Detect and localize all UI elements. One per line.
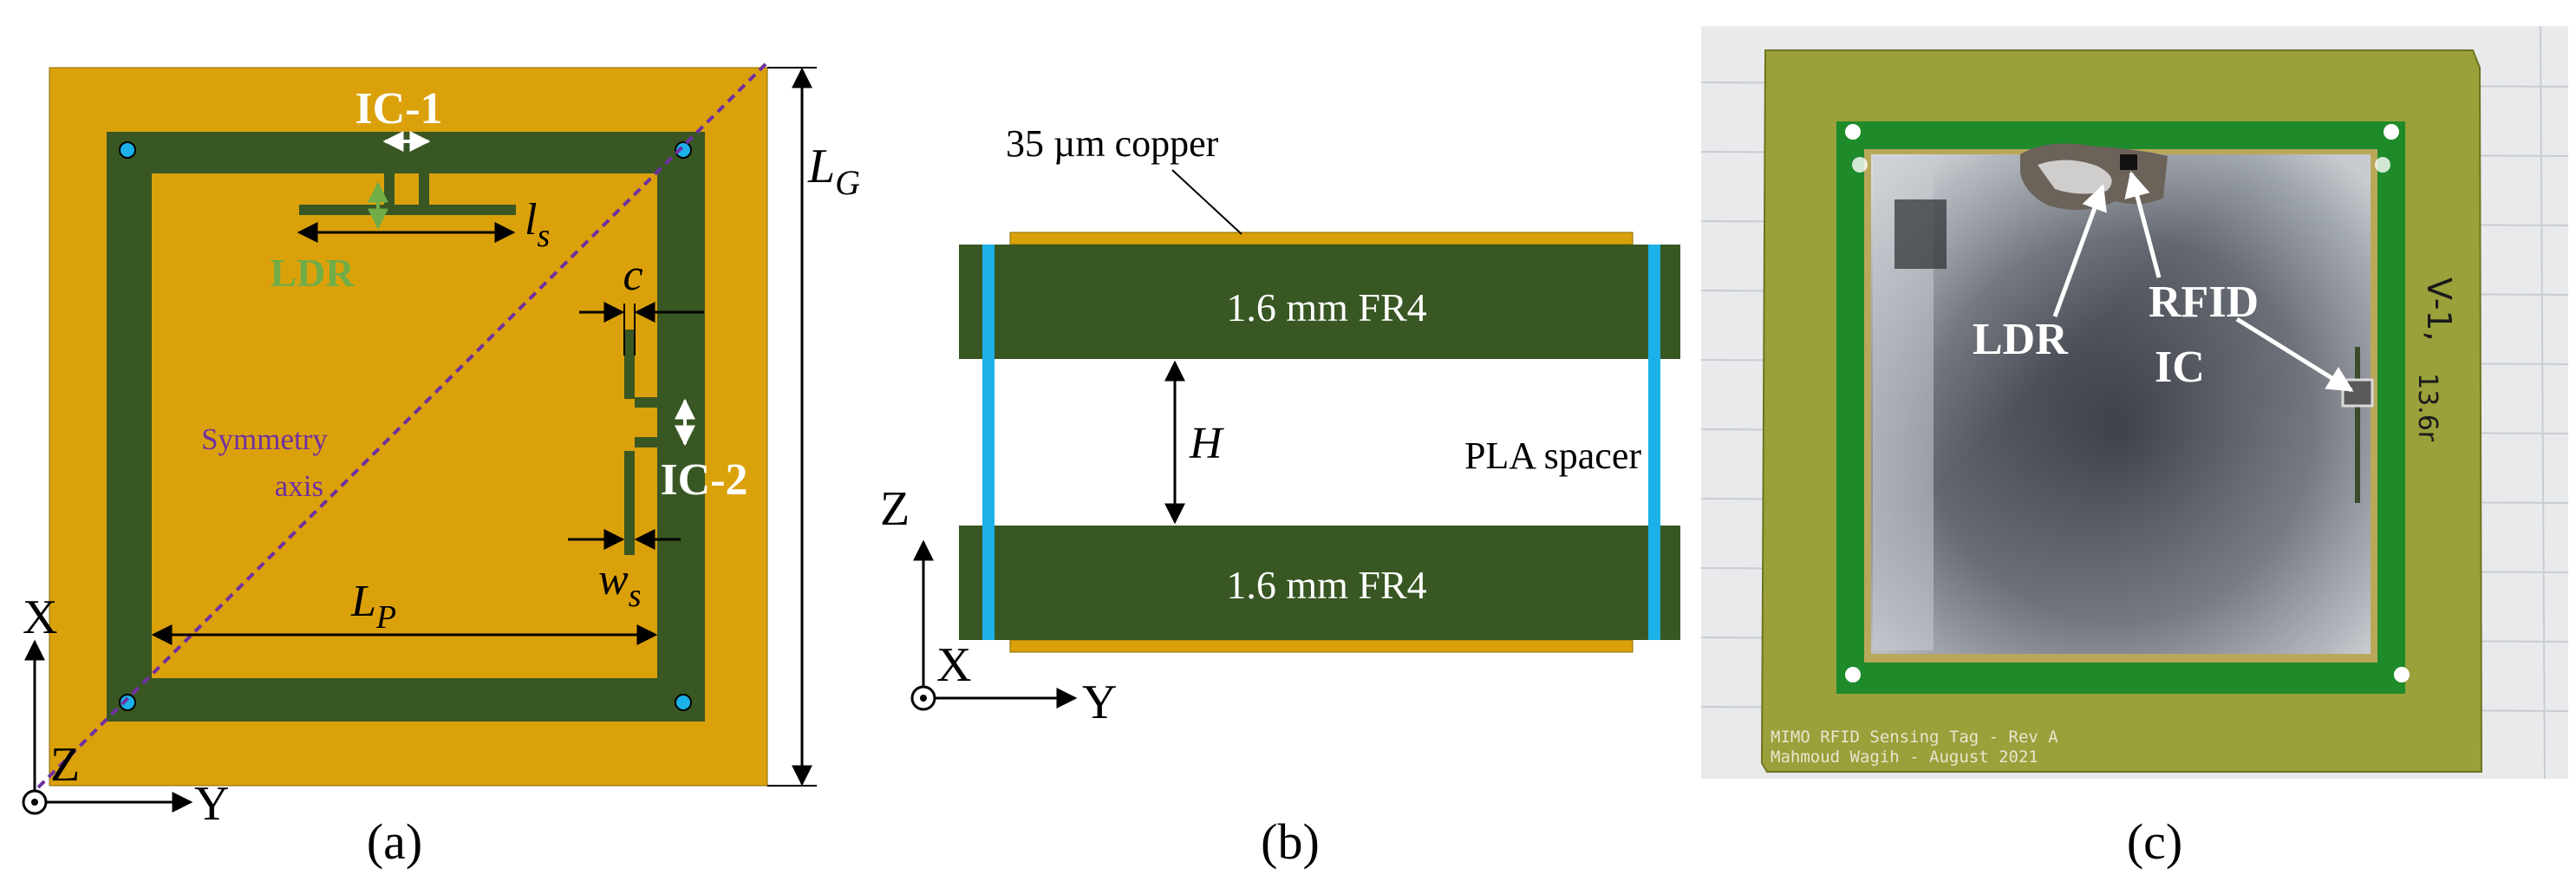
ic1-slot-left	[384, 153, 395, 205]
board-text-2: Mahmoud Wagih - August 2021	[1771, 748, 2038, 767]
side-trace	[2355, 347, 2360, 503]
fr4-top-label: 1.6 mm FR4	[1226, 285, 1426, 330]
caption-b: (b)	[1261, 813, 1320, 870]
ic1-label: IC-1	[355, 84, 442, 134]
ldr-label-c: LDR	[1973, 315, 2069, 364]
b-axis-z-label: Z	[880, 482, 910, 536]
axis-y-label: Y	[194, 777, 229, 831]
spacer-left	[982, 245, 995, 640]
axis-z-dot	[31, 799, 38, 806]
b-axis-y-label: Y	[1082, 676, 1117, 729]
ic2-label: IC-2	[660, 455, 747, 505]
lp-label: LP	[350, 577, 396, 636]
spacer-right	[1648, 245, 1660, 640]
copper-top	[1009, 232, 1634, 245]
via-bottom-right	[675, 694, 692, 711]
ic2-slot-bottom	[624, 451, 635, 555]
rfid-arrow-top	[2124, 171, 2162, 278]
copper-label: 35 µm copper	[1006, 122, 1219, 165]
axis-z-label: Z	[50, 738, 80, 792]
panel-a: Symmetry axis IC-1 LDR ls c IC-2 ws LP L…	[22, 59, 860, 870]
symmetry-axis	[26, 59, 771, 800]
handwriting-1: V-1,	[2420, 278, 2458, 342]
handwriting-2: 13.6r	[2412, 373, 2442, 442]
ic1-feed-bar	[299, 205, 516, 215]
panel-c: LDR RFID IC V-1, 13.6r MIMO RFID Sensing…	[1700, 25, 2569, 870]
axis-x-label: X	[23, 591, 57, 644]
caption-a: (a)	[367, 813, 422, 870]
ldr-arrow-c	[2052, 184, 2107, 317]
axis-label: axis	[275, 469, 323, 503]
b-axis-x-label: X	[936, 638, 971, 692]
symmetry-label: Symmetry	[201, 422, 328, 456]
fr4-bottom-label: 1.6 mm FR4	[1226, 563, 1426, 607]
ic2-slot-top	[624, 330, 635, 399]
hole-br	[2394, 667, 2410, 682]
hole-tl	[1845, 124, 1861, 140]
ic-label: IC	[2155, 343, 2205, 392]
via-top-left	[119, 141, 136, 159]
hole-ml	[1852, 157, 1868, 173]
metal-dark-patch	[1895, 199, 1947, 269]
copper-leader	[1171, 169, 1242, 235]
b-axis-x-dot	[920, 695, 927, 702]
ldr-label: LDR	[270, 251, 355, 295]
board-text-1: MIMO RFID Sensing Tag - Rev A	[1771, 728, 2058, 747]
h-label: H	[1189, 419, 1224, 468]
spacer-label: PLA spacer	[1464, 434, 1641, 477]
rfid-arrow-side	[2235, 317, 2354, 393]
side-component	[2341, 378, 2374, 408]
ic1-slot-right	[419, 153, 429, 205]
rfid-label: RFID	[2149, 278, 2259, 327]
copper-bottom	[1009, 639, 1634, 653]
fr4-bottom	[959, 526, 1680, 640]
lg-label: LG	[807, 140, 860, 202]
hole-mr	[2375, 157, 2390, 173]
ic2-feed-bottom	[635, 437, 683, 447]
panel-b: 1.6 mm FR4 1.6 mm FR4 35 µm copper H PLA…	[880, 122, 1680, 870]
via-bottom-left	[119, 694, 136, 711]
ic2-feed-top	[635, 397, 683, 408]
ic-chip-top	[2120, 154, 2137, 170]
via-top-right	[675, 141, 692, 159]
ws-label: ws	[598, 555, 641, 614]
hole-bl	[1845, 667, 1861, 682]
caption-c: (c)	[2127, 813, 2182, 870]
fr4-top	[959, 245, 1680, 359]
hole-tr	[2384, 124, 2399, 140]
metal-sheen	[1871, 154, 2371, 654]
ls-label: ls	[525, 195, 550, 254]
c-label: c	[623, 251, 642, 300]
